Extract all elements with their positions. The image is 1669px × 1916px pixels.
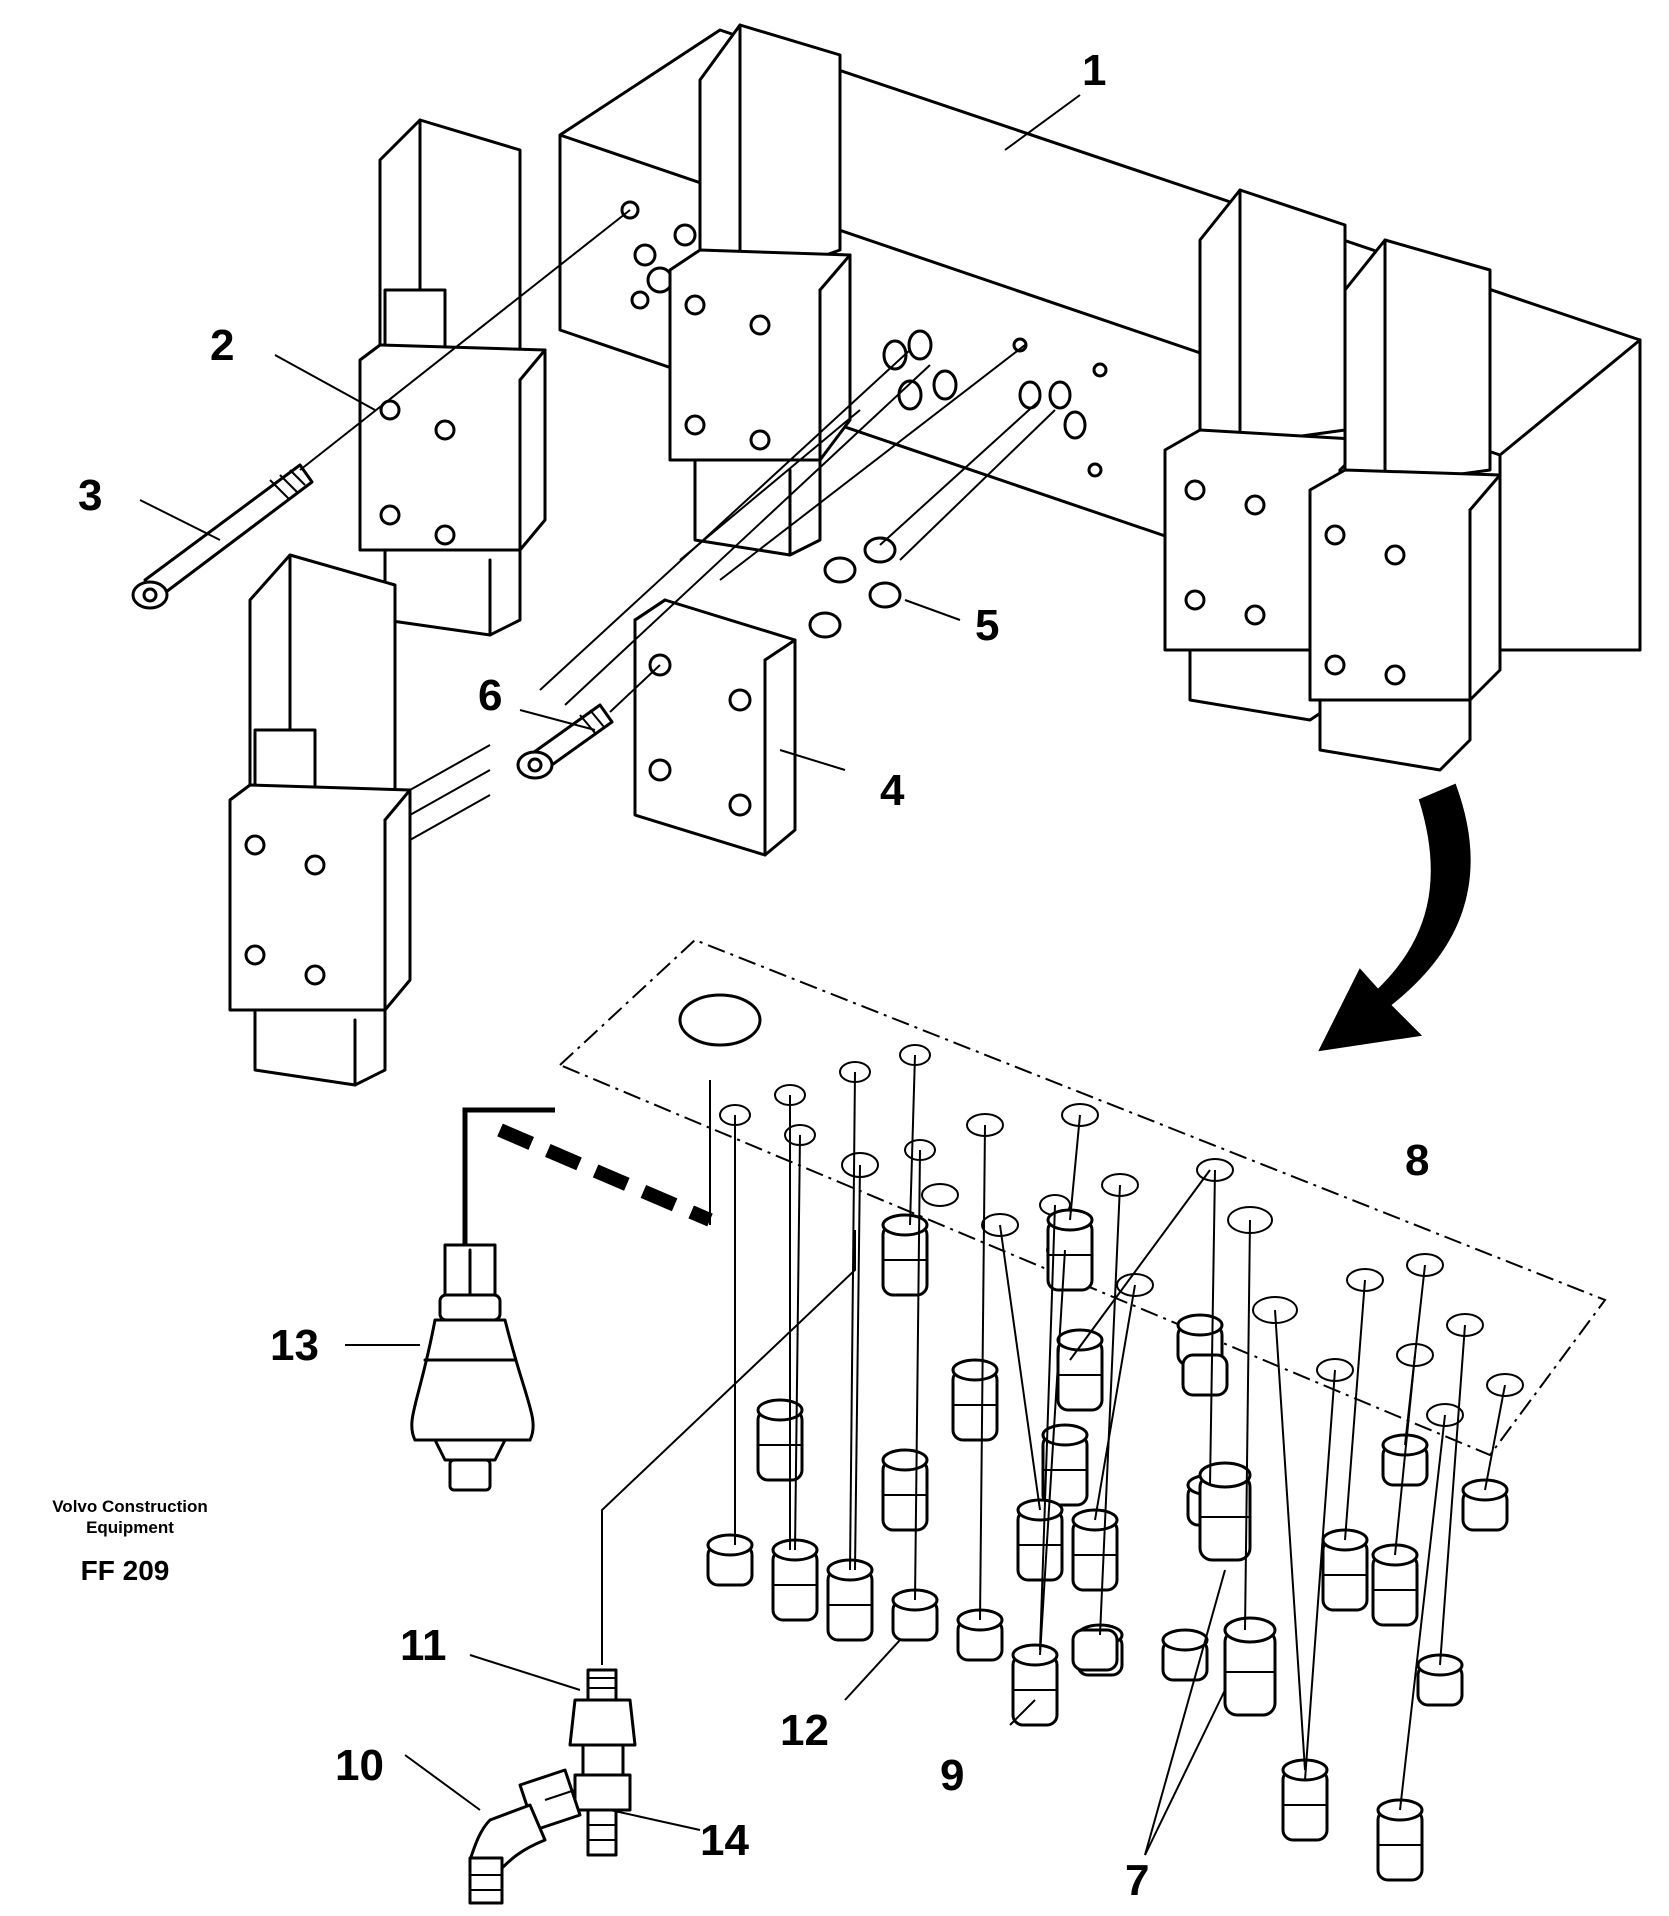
guide-lines (539, 344, 1056, 706)
callout-1: 1 (1082, 46, 1106, 95)
solenoid-valve (668, 23, 852, 557)
callout-10: 10 (335, 1741, 384, 1790)
callout-6: 6 (478, 671, 502, 720)
callout-11: 11 (400, 1621, 447, 1670)
callout-7: 7 (1125, 1856, 1149, 1905)
curved-arrow (1318, 783, 1471, 1052)
solenoid-valve (358, 118, 547, 637)
callout-5: 5 (975, 601, 999, 650)
callout-8: 8 (1405, 1136, 1429, 1185)
brand-name: Volvo Construction (52, 1497, 208, 1516)
port-leaders (734, 1054, 1506, 1811)
callout-2: 2 (210, 321, 234, 370)
solenoid-valve (1308, 238, 1502, 772)
figure-code: FF 209 (81, 1555, 170, 1586)
elbow-fitting (468, 1768, 582, 1905)
brand-subname: Equipment (86, 1518, 174, 1537)
short-bolt (516, 703, 614, 780)
callout-13: 13 (270, 1321, 319, 1370)
callout-3: 3 (78, 471, 102, 520)
long-bolt (131, 463, 314, 610)
check-valves (706, 1208, 1509, 1882)
callout-leaders (139, 94, 1226, 1856)
cover-plate (633, 598, 797, 857)
o-rings (808, 329, 1087, 639)
tee-fitting (568, 1668, 637, 1857)
pressure-sensor (410, 1243, 535, 1492)
callout-4: 4 (880, 766, 905, 815)
callout-12: 12 (780, 1706, 829, 1755)
callout-9: 9 (940, 1751, 964, 1800)
solenoid-valve (228, 553, 491, 1087)
callout-14: 14 (700, 1816, 749, 1865)
